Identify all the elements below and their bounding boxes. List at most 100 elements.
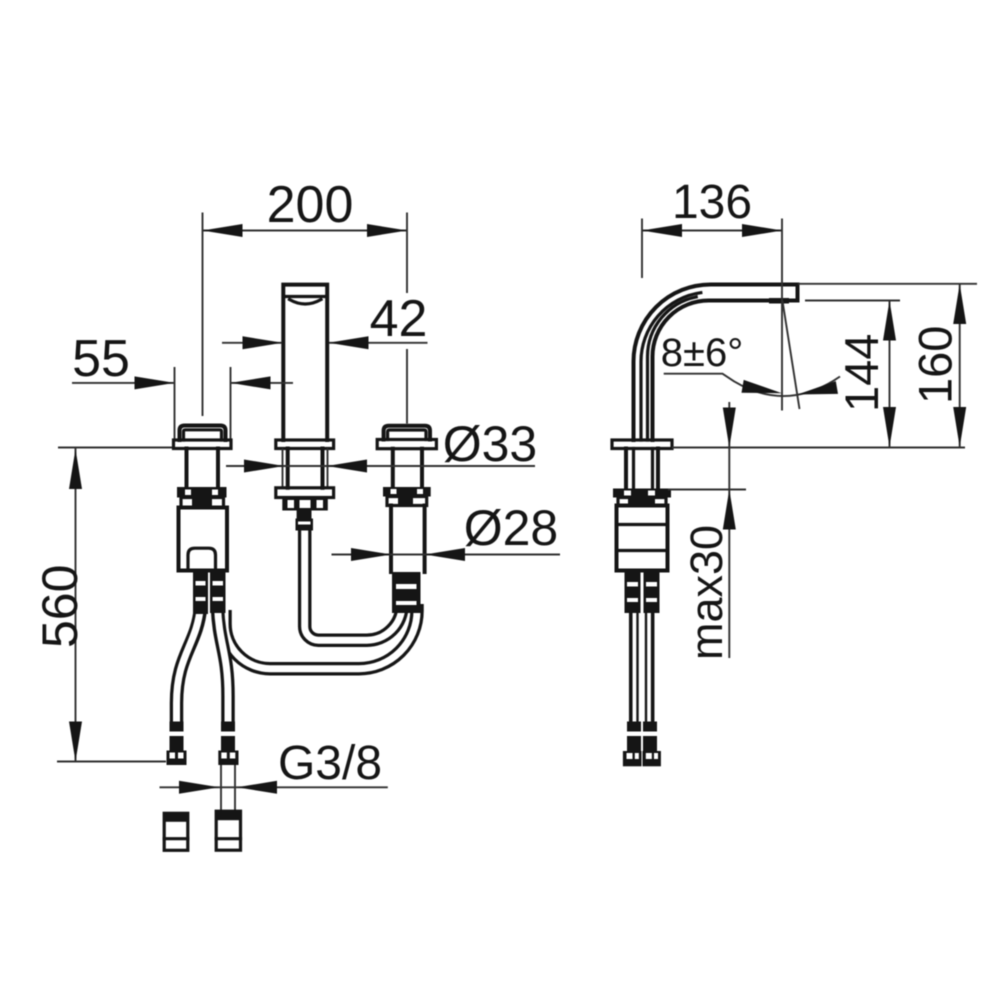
part-black-detail (624, 570, 641, 613)
part-black-detail (643, 721, 657, 732)
part-white-detail (212, 597, 223, 601)
hose-tube (214, 605, 232, 722)
dimension-arrowhead (797, 381, 838, 395)
dimension-arrowhead (953, 284, 967, 324)
part-outline (274, 486, 336, 500)
drawing-group: 560 (32, 565, 88, 648)
part-black-detail (628, 498, 655, 505)
spout-side (610, 282, 800, 451)
part-outline (385, 494, 429, 508)
dimension-arrowhead (722, 407, 736, 448)
part-white-detail (417, 489, 423, 494)
part-black-detail (221, 736, 235, 751)
dim-42: 42 (370, 290, 428, 348)
dim-d33: Ø33 (443, 416, 538, 472)
part-white-detail (627, 582, 638, 587)
part-black-detail (296, 510, 312, 519)
spout-front (274, 282, 336, 511)
part-black-detail (164, 813, 188, 822)
dimension-arrowhead (69, 449, 82, 489)
part-black-detail (643, 736, 657, 751)
dim-200: 200 (267, 176, 354, 234)
dimension-arrowhead (351, 548, 391, 561)
g38-adapter-left (162, 811, 190, 852)
part-outline (381, 423, 432, 442)
part-black-detail (192, 499, 212, 506)
dim-160: 160 (909, 326, 962, 404)
dimension-arrowhead (202, 224, 243, 237)
part-white-detail (654, 753, 658, 759)
hose-tube (301, 526, 406, 644)
part-white-detail (221, 752, 227, 759)
part-white-detail (648, 490, 655, 496)
part-black-detail (169, 736, 184, 751)
part-white-detail (624, 490, 631, 496)
left-handle-front (171, 423, 233, 573)
part-outline (176, 505, 229, 573)
part-outline (171, 438, 233, 451)
dim-d28: Ø28 (464, 500, 559, 556)
side-dimensions: 136 8±6° 144 160 max30 (641, 176, 977, 660)
hose-tube (173, 605, 204, 722)
part-white-detail (195, 581, 206, 586)
part-white-detail (178, 752, 184, 759)
part-outline (375, 437, 439, 451)
part-white-detail (634, 753, 639, 759)
dim-55: 55 (72, 330, 130, 388)
part-white-detail (212, 489, 218, 495)
part-white-detail (229, 752, 236, 759)
dim-136: 136 (672, 176, 752, 229)
part-white-detail (287, 500, 294, 508)
part-white-detail (396, 601, 417, 605)
hose-connectors (162, 721, 243, 852)
dimension-arrowhead (742, 224, 782, 237)
part-outline (639, 290, 703, 442)
dimension-arrowhead (883, 407, 896, 447)
dimension-arrowhead (741, 379, 782, 394)
part-white-detail (169, 752, 175, 759)
part-black-detail (392, 572, 421, 613)
part-white-detail (645, 753, 652, 759)
part-outline (386, 428, 428, 442)
front-dimensions: 200 42 55 Ø33 Ø28 (32, 176, 560, 794)
part-black-detail (210, 570, 226, 613)
dimension-arrowhead (179, 780, 219, 794)
part-outline (186, 546, 218, 573)
part-outline (645, 295, 699, 442)
dim-angle: 8±6° (661, 331, 743, 375)
part-black-detail (398, 498, 413, 505)
part-outline (614, 503, 670, 573)
right-handle-front (375, 423, 439, 574)
part-outline (274, 438, 336, 451)
part-black-detail (383, 487, 431, 497)
part-black-detail (216, 811, 241, 821)
part-outline (181, 428, 224, 442)
dimension-arrowhead (69, 721, 82, 762)
part-outline (287, 297, 324, 306)
drawing-group: 144 (835, 334, 888, 412)
dimension-arrowhead (425, 548, 465, 561)
dimension-arrowhead (883, 300, 896, 341)
dimension-arrowhead (642, 224, 682, 237)
dimension-arrowhead (134, 376, 175, 390)
dimension-arrowhead (230, 376, 271, 390)
part-black-detail (643, 570, 660, 613)
part-white-detail (646, 582, 657, 587)
part-white-detail (646, 598, 657, 602)
part-white-detail (299, 500, 311, 508)
part-outline (281, 282, 330, 442)
side-underdeck (613, 446, 671, 767)
dimension-arrowhead (953, 407, 967, 447)
hose-tube (297, 528, 409, 647)
part-outline (631, 282, 800, 442)
hoses-front (169, 510, 424, 722)
dimension-arrowhead (367, 224, 407, 237)
dim-g38: G3/8 (278, 737, 382, 790)
front-view: 200 42 55 Ø33 Ø28 (32, 176, 560, 852)
side-view: 136 8±6° 144 160 max30 (610, 176, 977, 767)
part-white-detail (185, 489, 191, 495)
dimension-arrowhead (242, 336, 283, 350)
drawing-group: max30 (681, 525, 732, 660)
